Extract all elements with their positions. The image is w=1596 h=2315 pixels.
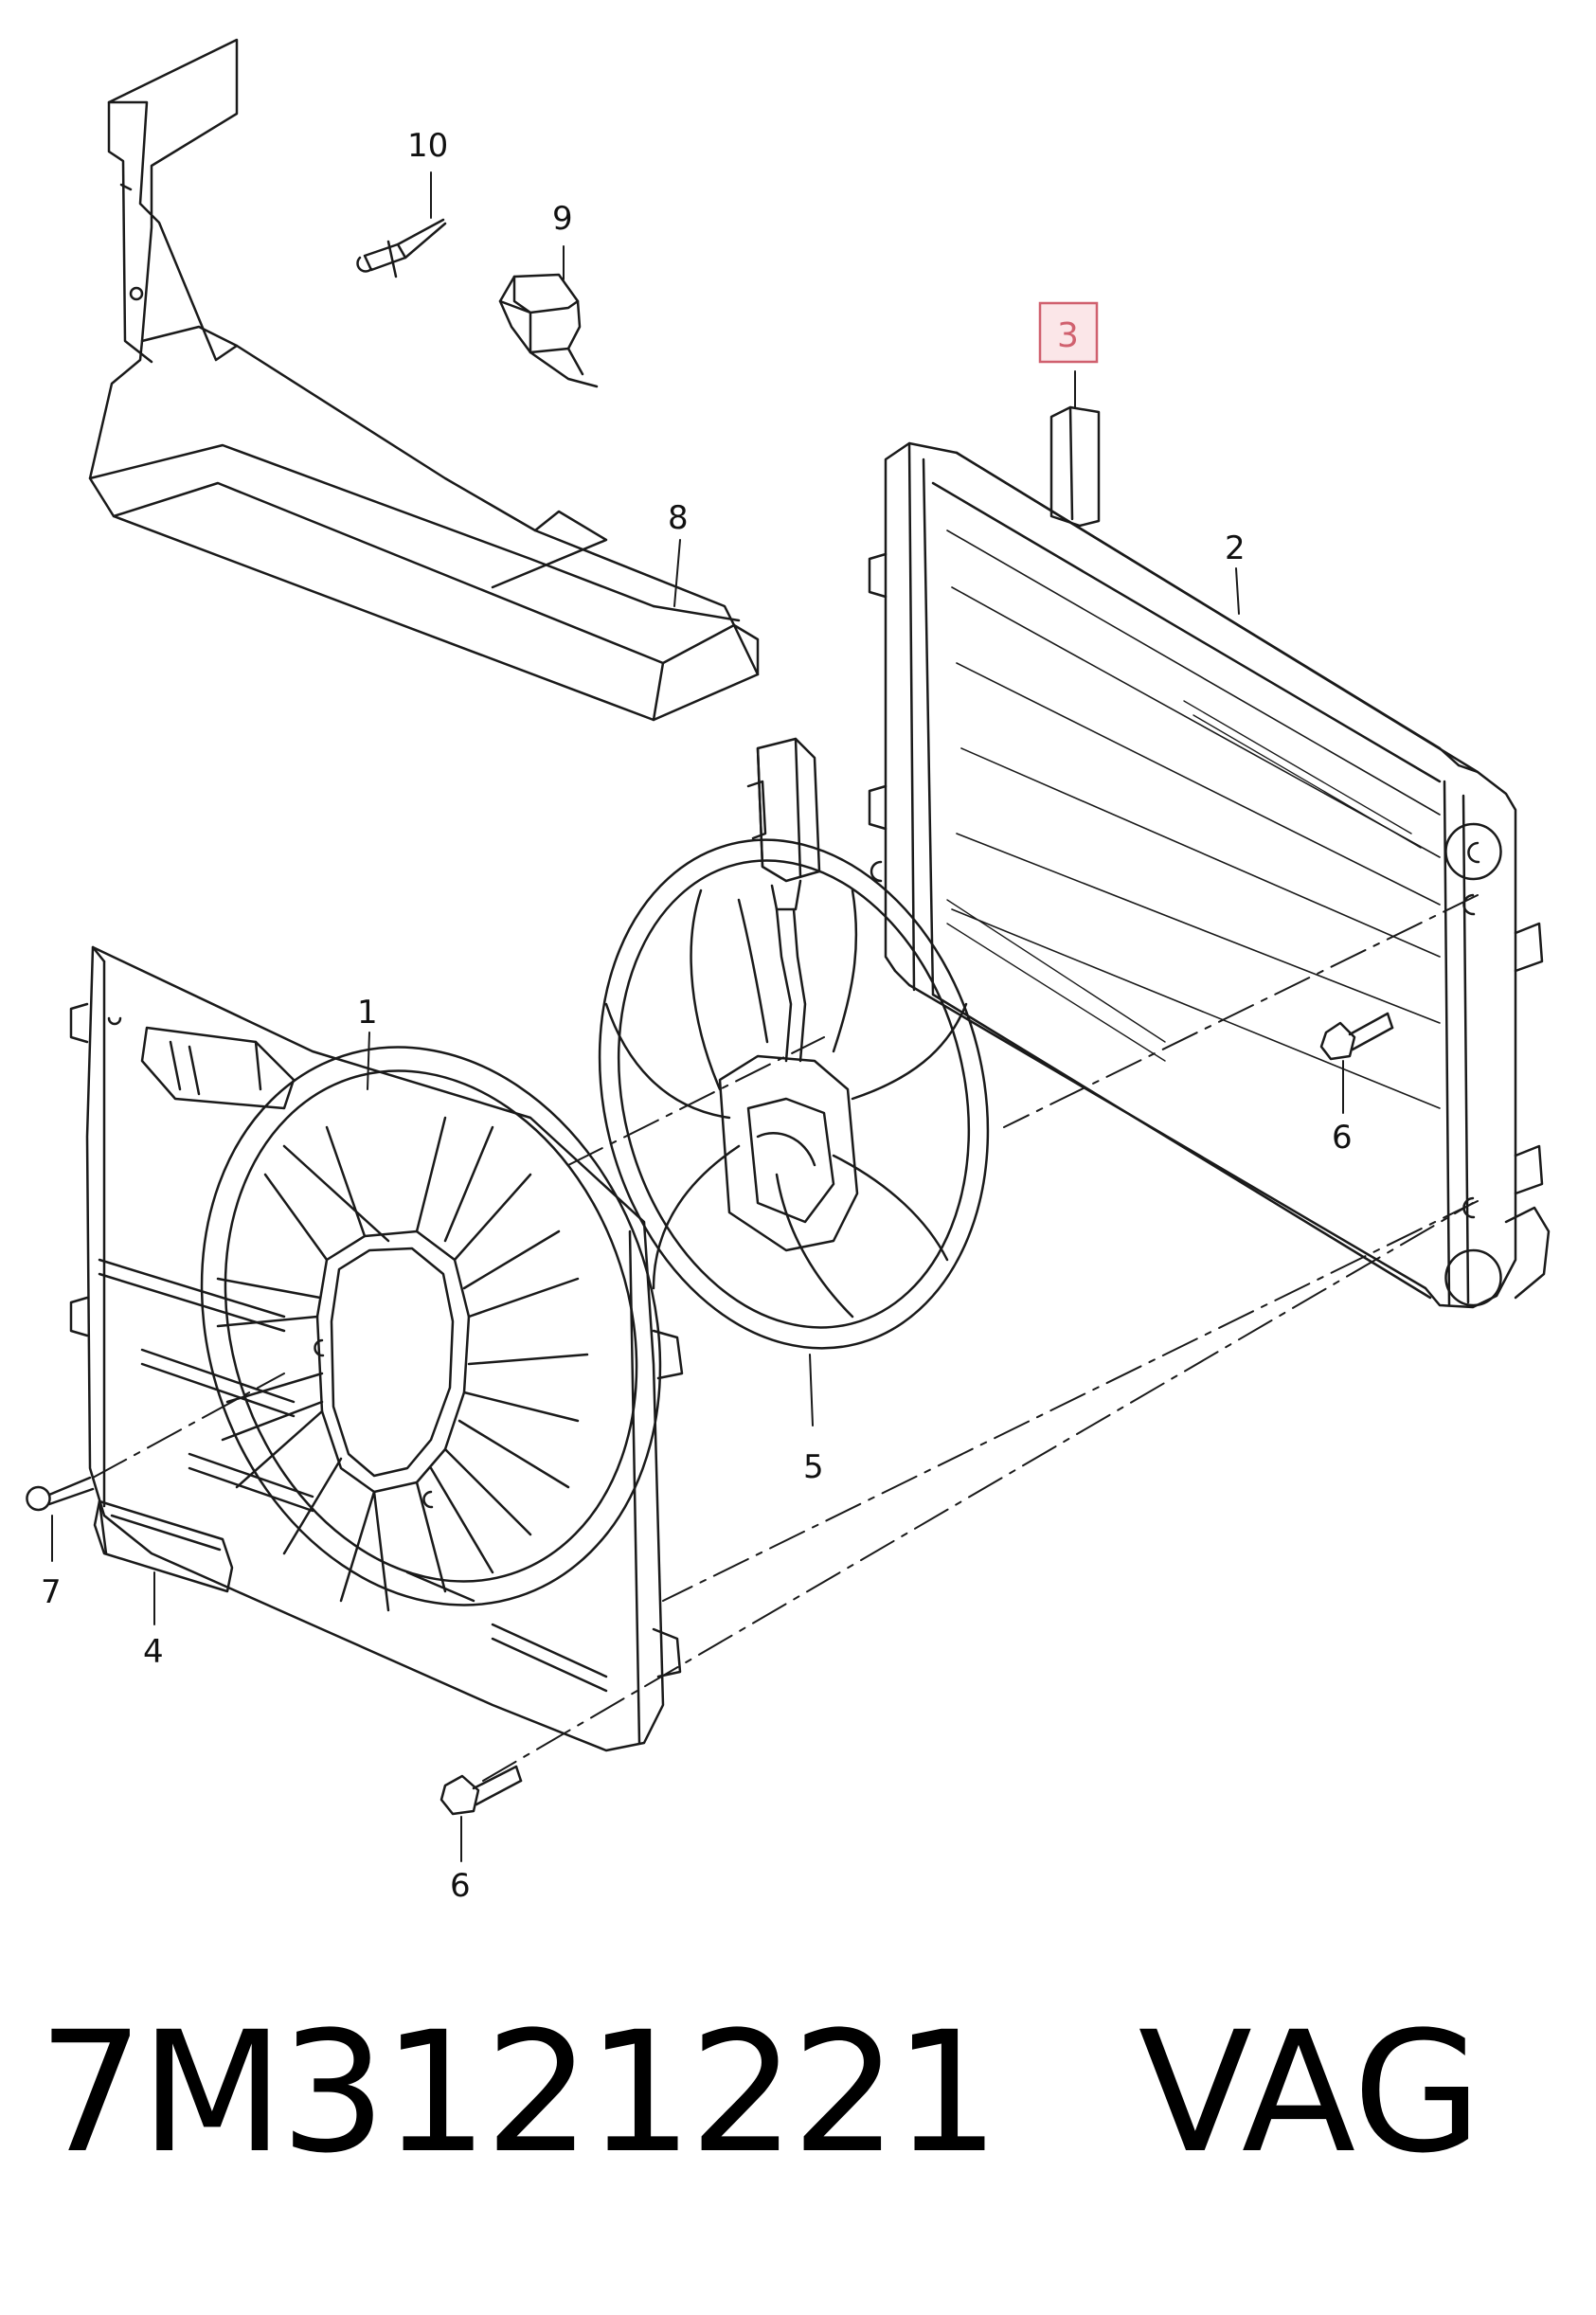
fan-shroud-part-1 <box>69 945 684 1752</box>
strip-part-4 <box>93 1499 234 1593</box>
callout-8: 8 <box>668 499 689 537</box>
part-number: 7M3121221 <box>38 1996 1000 2190</box>
screw-part-7 <box>26 1476 95 1512</box>
callout-6-bottom: 6 <box>450 1867 471 1905</box>
clip-part-9 <box>498 273 599 388</box>
callout-3-highlight <box>1038 301 1099 364</box>
callout-5: 5 <box>803 1448 824 1486</box>
seal-strip-part-3 <box>1049 405 1101 528</box>
bolt-part-6-bottom <box>439 1765 523 1816</box>
assembly-lines <box>92 894 1479 1782</box>
callout-3: 3 <box>1057 316 1079 355</box>
callout-4: 4 <box>143 1633 164 1671</box>
leader-lines <box>51 171 1344 1862</box>
radiator-part-2 <box>868 441 1551 1309</box>
rivet-part-10 <box>356 218 447 278</box>
brand-name: VAG <box>1138 1996 1482 2190</box>
callout-9: 9 <box>552 200 573 238</box>
bolt-part-6-right <box>1319 1012 1394 1061</box>
callout-6-right: 6 <box>1332 1119 1353 1157</box>
callout-7: 7 <box>41 1573 62 1611</box>
callout-10: 10 <box>407 127 448 165</box>
footer-caption: 7M3121221 VAG <box>38 1994 1572 2193</box>
callout-1: 1 <box>357 994 378 1032</box>
air-duct-part-8 <box>88 38 760 722</box>
callout-2: 2 <box>1225 529 1246 567</box>
